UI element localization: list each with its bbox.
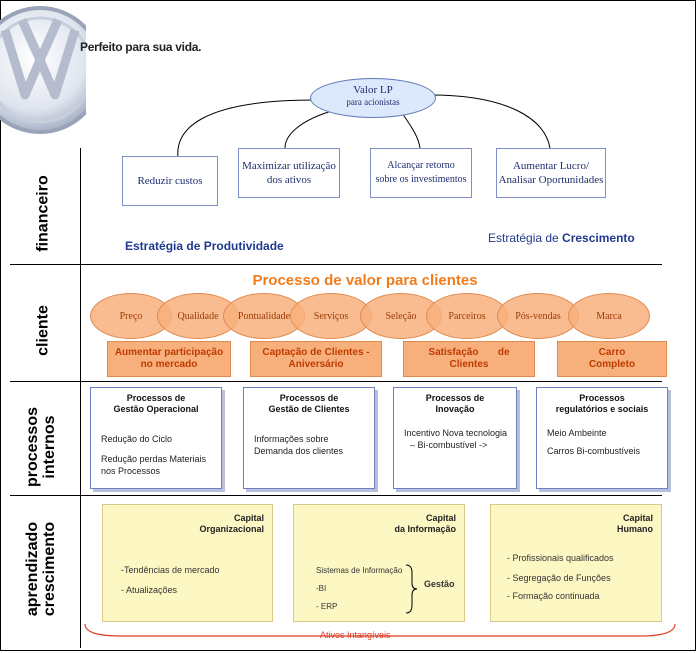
intangible-assets-brace [84, 623, 676, 637]
strategy-growth: Estratégia de Crescimento [488, 231, 635, 245]
box-aumentar-lucro: Aumentar Lucro/Analisar Oportunidades [496, 148, 606, 198]
top-connectors [177, 94, 551, 159]
vw-logo [0, 6, 86, 134]
divider-cliente [80, 381, 662, 382]
ellipse-parceiros: Parceiros [426, 293, 508, 339]
slogan: Perfeito para sua vida. [80, 40, 202, 54]
gestao-label: Gestão [424, 579, 455, 589]
bar-captacao-clientes: Captação de Clientes -Aniversário [250, 341, 382, 377]
divider-left-3 [10, 495, 80, 496]
label-financeiro: financeiro [34, 175, 52, 252]
customer-value-title: Processo de valor para clientes [252, 272, 478, 289]
divider-left-2 [10, 381, 80, 382]
capital-brace [405, 564, 418, 614]
label-cliente: cliente [34, 305, 52, 356]
ativos-intangiveis-label: Ativos Intangíveis [320, 630, 391, 640]
valor-lp-oval: Valor LP para acionistas [310, 78, 436, 118]
left-column-divider [80, 148, 81, 648]
divider-left-1 [10, 264, 80, 265]
box-reduzir-custos: Reduzir custos [122, 156, 218, 206]
divider-financeiro [80, 264, 662, 265]
divider-processos [80, 495, 662, 496]
strategy-productivity: Estratégia de Produtividade [125, 239, 284, 253]
ellipse-pos-vendas: Pós-vendas [497, 293, 579, 339]
ellipse-marca: Marca [568, 293, 650, 339]
